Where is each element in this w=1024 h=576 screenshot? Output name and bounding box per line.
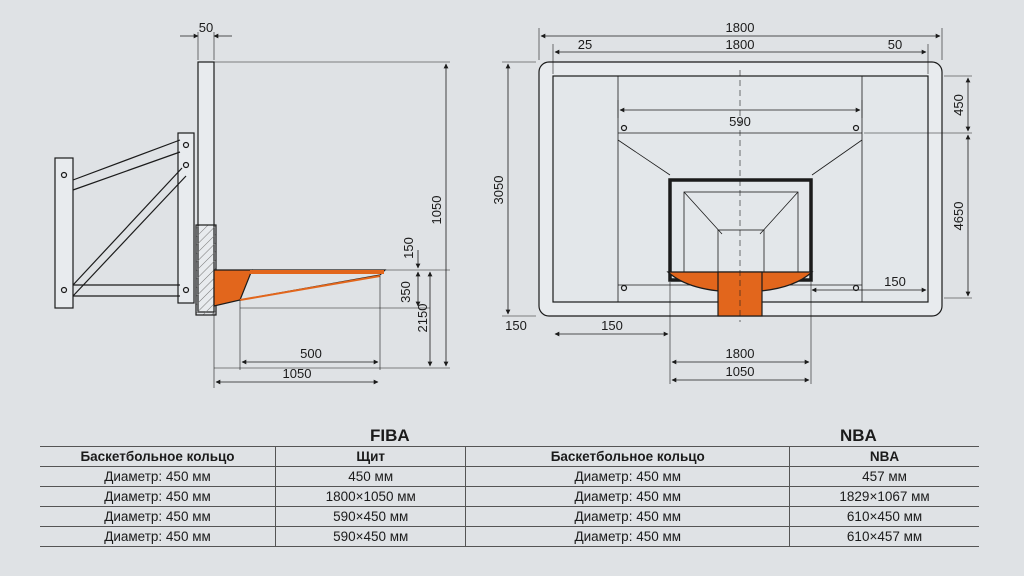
front-dim-height: 3050 [491,176,506,205]
front-dim-bottom-width: 1800 [726,346,755,361]
table-row: Диаметр: 450 мм 590×450 мм Диаметр: 450 … [40,506,979,527]
col-header-board-fiba: Щит [274,446,466,467]
front-view [502,28,972,384]
side-dim-height: 1050 [429,196,444,225]
side-dim-overall-reach: 1050 [283,366,312,381]
side-view [54,32,450,388]
table-row: Диаметр: 450 мм 1800×1050 мм Диаметр: 45… [40,486,979,507]
table-cell: 590×450 мм [274,506,466,527]
table-cell: 1829×1067 мм [789,486,979,507]
side-dim-rim-offset: 150 [401,237,416,259]
table-cell: Диаметр: 450 мм [465,466,790,487]
front-dim-bottom-right: 150 [884,274,906,289]
side-dim-ring-reach: 500 [300,346,322,361]
side-dim-total: 2150 [415,304,430,333]
table-cell: Диаметр: 450 мм [40,526,276,547]
rim-bracket [213,269,253,307]
front-dim-target-width: 590 [729,114,751,129]
front-dim-overall-width: 1800 [726,20,755,35]
table-row: Диаметр: 450 мм 590×450 мм Диаметр: 450 … [40,526,979,547]
wall-post [54,157,74,309]
front-dim-inner-width: 1800 [726,37,755,52]
table-header-row: Баскетбольное кольцо Щит Баскетбольное к… [40,446,979,467]
front-dim-right-margin: 50 [888,37,902,52]
table-cell: 610×450 мм [789,506,979,527]
front-dim-bottom-inner: 1050 [726,364,755,379]
spec-table: Баскетбольное кольцо Щит Баскетбольное к… [40,446,979,547]
table-cell: 590×450 мм [274,526,466,547]
fiba-heading: FIBA [370,426,410,445]
table-cell: 450 мм [274,466,466,487]
side-dim-top: 50 [199,20,213,35]
table-cell: Диаметр: 450 мм [40,486,276,507]
front-dim-right-height: 4650 [951,202,966,231]
table-cell: Диаметр: 450 мм [465,486,790,507]
front-dim-top-margin: 450 [951,94,966,116]
front-dim-left-margin: 25 [578,37,592,52]
mount-frame [177,132,195,304]
side-dim-rim-below: 350 [398,281,413,303]
table-cell: 1800×1050 мм [274,486,466,507]
nba-heading: NBA [840,426,877,445]
table-cell: Диаметр: 450 мм [40,506,276,527]
table-cell: Диаметр: 450 мм [465,526,790,547]
front-dim-bottom-left: 150 [505,318,527,333]
table-cell: Диаметр: 450 мм [465,506,790,527]
col-header-ring-nba: Баскетбольное кольцо [465,446,790,467]
front-dim-bottom-left2: 150 [601,318,623,333]
table-cell: 457 мм [789,466,979,487]
col-header-nba: NBA [789,446,979,467]
table-cell: Диаметр: 450 мм [40,466,276,487]
table-cell: 610×457 мм [789,526,979,547]
table-row: Диаметр: 450 мм 450 мм Диаметр: 450 мм 4… [40,466,979,487]
backboard-front-inner [552,75,929,303]
drawings: 50 1050 150 350 2150 500 1050 [54,20,972,388]
col-header-ring-fiba: Баскетбольное кольцо [40,446,276,467]
